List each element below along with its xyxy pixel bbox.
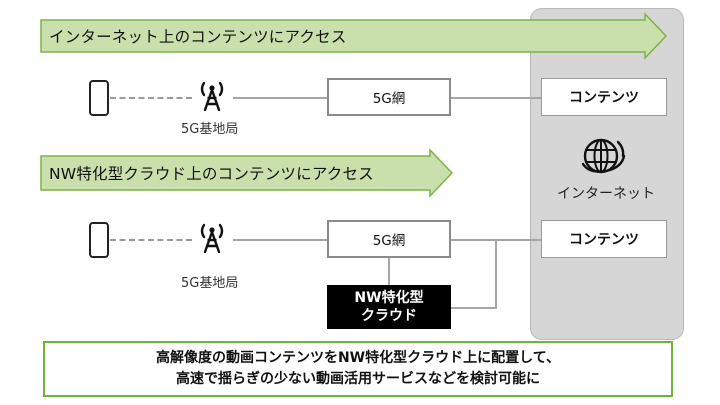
nw-cloud-box: NW特化型 クラウド bbox=[327, 285, 451, 329]
wireless-link-2 bbox=[110, 239, 192, 241]
internet-label: インターネット bbox=[557, 186, 655, 202]
phone-icon bbox=[89, 222, 109, 258]
link-cloud-to-trunk bbox=[451, 307, 497, 309]
antenna-icon bbox=[200, 81, 224, 111]
summary-line1: 高解像度の動画コンテンツをNW特化型クラウド上に配置して、 bbox=[155, 350, 561, 366]
5g-network-box-2: 5G網 bbox=[327, 220, 451, 258]
globe-icon bbox=[581, 138, 626, 174]
link-tower-to-5g-2 bbox=[233, 239, 328, 241]
summary-line2: 高速で揺らぎの少ない動画活用サービスなどを検討可能に bbox=[176, 371, 540, 387]
internet-access-banner-text: インターネット上のコンテンツにアクセス bbox=[49, 28, 347, 46]
content-box-cloud: コンテンツ bbox=[541, 220, 667, 258]
link-trunk-vertical bbox=[495, 239, 497, 308]
base-station-label-2: 5G基地局 bbox=[181, 276, 239, 291]
nw-cloud-line2: クラウド bbox=[361, 308, 417, 324]
nw-cloud-line1: NW特化型 bbox=[354, 290, 424, 306]
link-tower-to-5g-1 bbox=[233, 97, 328, 99]
link-5g-to-content-1 bbox=[451, 97, 541, 99]
content-box-internet: コンテンツ bbox=[541, 78, 667, 116]
wireless-link-1 bbox=[110, 97, 192, 99]
nw-access-arrow bbox=[40, 148, 454, 198]
nw-access-banner-text: NW特化型クラウド上のコンテンツにアクセス bbox=[49, 165, 374, 183]
internet-panel bbox=[530, 8, 684, 340]
5g-network-box-1: 5G網 bbox=[327, 78, 451, 116]
summary-box: 高解像度の動画コンテンツをNW特化型クラウド上に配置して、 高速で揺らぎの少ない… bbox=[43, 341, 673, 397]
phone-icon bbox=[89, 80, 109, 116]
internet-access-arrow bbox=[40, 12, 668, 60]
base-station-label-1: 5G基地局 bbox=[181, 122, 239, 137]
antenna-icon bbox=[200, 223, 224, 253]
link-5g-to-cloud bbox=[388, 258, 390, 285]
